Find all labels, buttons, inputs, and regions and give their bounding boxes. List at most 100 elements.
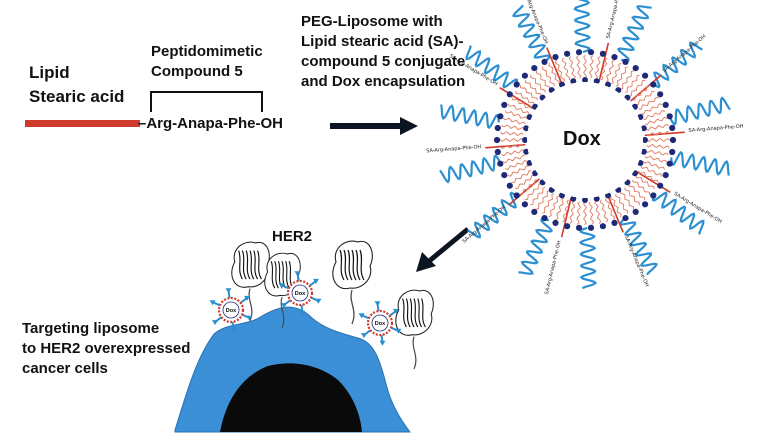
lipid-tail (501, 124, 525, 131)
lipid-head-group (637, 160, 644, 166)
peg-chain (511, 4, 552, 63)
lipid-tail (594, 200, 602, 224)
lipid-tail (530, 74, 546, 93)
mini-dox-label: Dox (226, 308, 237, 314)
tether-label: SA-Arg-Anapa-Phe-OH (688, 124, 744, 134)
peg-liposome-title-3: compound 5 conjugate (301, 53, 466, 70)
mini-ligand-head (374, 301, 381, 307)
lipid-head-group (559, 192, 565, 199)
lipid-head-group (570, 195, 577, 202)
lipid-head-group (640, 148, 647, 155)
peg-chain (618, 217, 659, 276)
lipid-tail (519, 85, 538, 101)
mini-ligand-head (393, 308, 399, 314)
mini-ligand-head (246, 315, 253, 321)
lipid-tail (562, 199, 570, 223)
receptor-domain (231, 241, 270, 288)
mini-ligand-head (225, 288, 232, 294)
mini-core (222, 301, 240, 319)
lipid-tail (646, 143, 670, 149)
receptor-helix (355, 249, 361, 281)
lipid-tail (635, 175, 655, 190)
lipid-head-group (642, 72, 649, 79)
tether-label: SA-Arg-Anapa-Phe-OH (461, 204, 507, 245)
lipid-tail (644, 116, 668, 126)
peg-chain (573, 0, 592, 54)
receptor-helix (274, 260, 279, 289)
tether-line (560, 198, 572, 238)
receptor-helix (241, 250, 247, 280)
tether-label: SA-Arg-Anapa-Phe-OH (544, 240, 563, 295)
receptor-helix (421, 298, 426, 328)
tether-label: SA-Arg-Anapa-Phe-OH (522, 0, 549, 45)
lipid-tail (628, 183, 646, 201)
lipid-head-group (593, 195, 600, 202)
lipid-tail (588, 201, 595, 225)
lipid-tail (641, 103, 663, 115)
receptor-helix (285, 260, 290, 289)
lipid-head-group (662, 172, 669, 179)
mini-ligand-head (315, 298, 322, 304)
lipid-head-group (523, 148, 530, 155)
lipid-tail (530, 187, 546, 206)
receptor-domain (332, 240, 373, 290)
lipid-head-group (662, 101, 669, 108)
receptor-helix (351, 249, 357, 281)
tether-label: SA-Arg-Anapa-Phe-OH (605, 0, 624, 39)
lipid-tail (535, 70, 550, 90)
lipid-label: Lipid (29, 63, 70, 82)
lipid-head-group (666, 113, 673, 120)
lipid-head-group (669, 136, 677, 144)
lipid-tail (541, 66, 555, 87)
lipid-tail (561, 57, 571, 81)
peg-chains (439, 0, 731, 290)
lipid-head-group (494, 124, 501, 132)
peg-chain (439, 154, 501, 184)
mini-ligand-head (313, 278, 319, 284)
lipid-head-group (501, 172, 508, 179)
lipid-head-group (622, 215, 629, 222)
lipid-head-group (531, 208, 538, 215)
lipid-tail (646, 130, 670, 137)
lipid-head-group (559, 81, 565, 88)
lipid-tail (635, 90, 655, 105)
peg-chain (616, 5, 652, 62)
lipid-head-group (494, 148, 501, 156)
lipid-tail (507, 103, 530, 115)
peg-chain (440, 104, 500, 130)
lipid-tail (507, 165, 529, 177)
lipid-tail (554, 59, 566, 82)
receptor-helix (245, 250, 251, 280)
mini-ligand-head (294, 271, 301, 277)
peg-liposome-title-4: and Dox encapsulation (301, 73, 466, 90)
peg-chain (578, 226, 598, 290)
lipid-head-group (657, 182, 664, 189)
lipid-tail (524, 183, 542, 201)
tether-line (499, 87, 535, 110)
lipid-head-group (637, 114, 644, 120)
compound-5-label: Compound 5 (151, 63, 243, 80)
tether-line (607, 195, 624, 233)
mini-ligand-head (281, 303, 287, 309)
lipid-head-group (666, 160, 673, 167)
stearic-acid-label: Stearic acid (29, 87, 125, 106)
lipid-tail (542, 193, 555, 214)
lipid-tail (620, 190, 635, 210)
mini-ligand-head (212, 320, 218, 326)
her2-receptor-icon (332, 240, 373, 325)
lipid-head-group (582, 77, 588, 83)
lipid-head-group (669, 124, 676, 132)
receptor-helix (339, 249, 345, 281)
aqueous-core (527, 82, 643, 198)
lipid-head-group (531, 65, 538, 72)
mini-dox-label: Dox (295, 291, 306, 297)
lipid-head-group (599, 50, 607, 57)
peg-chain (467, 191, 519, 239)
lipid-head-group (575, 49, 583, 56)
lipid-head-group (497, 160, 504, 167)
lipid-tail (599, 199, 609, 223)
lipid-head-group (622, 58, 629, 65)
targeting-text-3: cancer cells (22, 360, 108, 377)
lipid-tail (643, 109, 666, 121)
